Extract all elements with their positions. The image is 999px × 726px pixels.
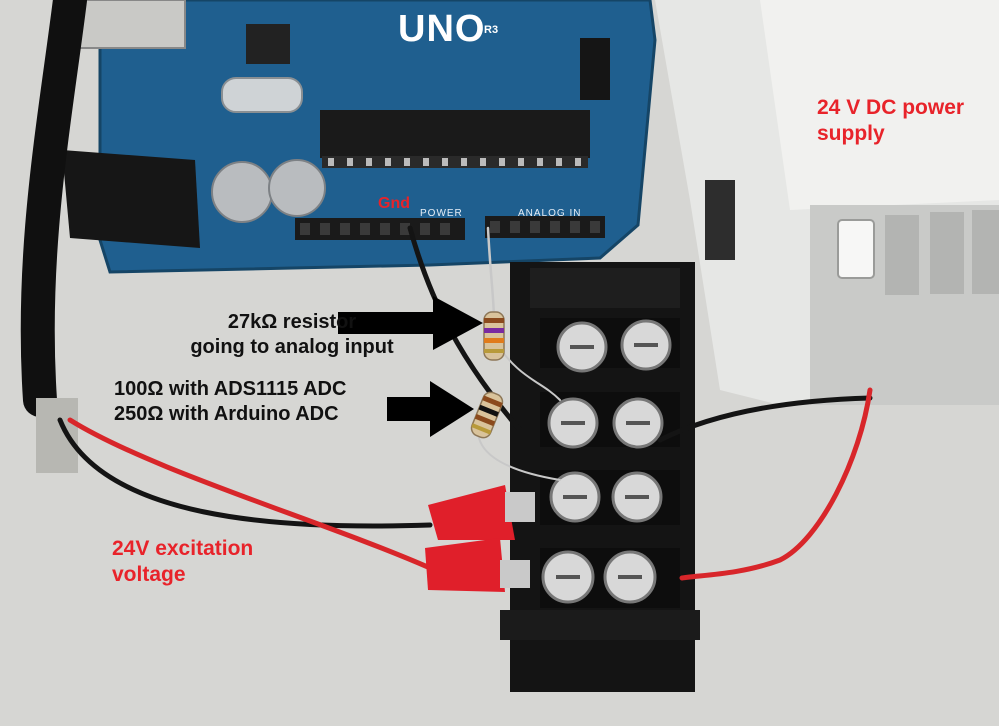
- capacitor: [268, 159, 326, 217]
- capacitor: [211, 161, 273, 223]
- crystal: [221, 77, 303, 113]
- annotation-line: 24 V DC power: [817, 96, 965, 119]
- power-supply-annotation: 24 V DC power supply: [817, 95, 964, 148]
- ground-annotation: Gnd: [378, 195, 410, 212]
- annotation-line: supply: [817, 122, 885, 146]
- arduino-board: [54, 0, 657, 274]
- resistor-shunt: [470, 391, 504, 439]
- sensor-cable: [20, 0, 87, 417]
- resistor-27k-annotation: 27kΩ resistor going to analog input: [176, 310, 408, 360]
- annotation-line: 27kΩ resistor: [227, 311, 357, 333]
- power-header-label: POWER: [420, 208, 463, 219]
- crimp-lugs: [425, 485, 535, 592]
- annotation-line: voltage: [112, 563, 186, 587]
- excitation-voltage-annotation: 24V excitation voltage: [112, 536, 253, 589]
- board-brand-text: UNO: [398, 8, 486, 50]
- board-revision-text: R3: [484, 24, 499, 36]
- annotation-line: going to analog input: [190, 336, 394, 358]
- icsp-header: [580, 38, 610, 100]
- resistor-27k: [483, 311, 505, 361]
- arrow-right-icon: [387, 381, 474, 437]
- arrow-right-icon: [338, 296, 483, 350]
- microcontroller-chip: [320, 110, 590, 158]
- cable-shield: [36, 398, 78, 473]
- usb-chip: [246, 24, 290, 64]
- shunt-resistor-annotation: 100Ω with ADS1115 ADC 250Ω with Arduino …: [114, 377, 346, 427]
- terminal-screws: [541, 319, 672, 604]
- analog-header-label: ANALOG IN: [518, 208, 582, 219]
- annotation-line: 24V excitation: [112, 537, 254, 560]
- power-supply: [655, 0, 999, 405]
- annotation-line: 250Ω with Arduino ADC: [114, 403, 339, 425]
- dc-jack: [62, 150, 200, 248]
- terminal-block: [500, 262, 700, 692]
- annotation-line: 100Ω with ADS1115 ADC: [114, 378, 347, 400]
